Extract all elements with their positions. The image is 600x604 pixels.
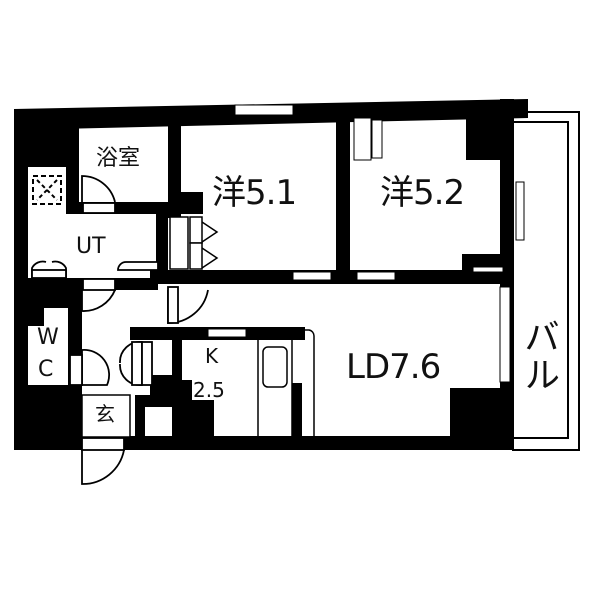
closet-5-2 [353,117,383,161]
balcony-outline [512,111,580,451]
entrance-box [81,394,131,438]
room-label-western-5-2: 洋5.2 [380,173,465,213]
room-label-western-5-1: 洋5.1 [212,173,297,213]
room-label-living-dining: LD7.6 [346,347,441,387]
room-label-kitchen-k: K [205,344,219,368]
doors [31,175,209,485]
room-label-kitchen-size: 2.5 [193,378,225,402]
room-label-balcony: バル [518,318,559,394]
closet-5-1 [169,216,219,270]
kitchen-counter [257,329,315,436]
room-label-toilet-w: W [37,325,59,350]
room-label-entrance: 玄 [95,402,115,426]
room-label-toilet-c: C [38,357,54,382]
room-label-utility: UT [76,234,106,259]
room-label-bath: 浴室 [96,146,141,171]
laundry-pan [32,175,62,205]
windows [207,104,525,383]
